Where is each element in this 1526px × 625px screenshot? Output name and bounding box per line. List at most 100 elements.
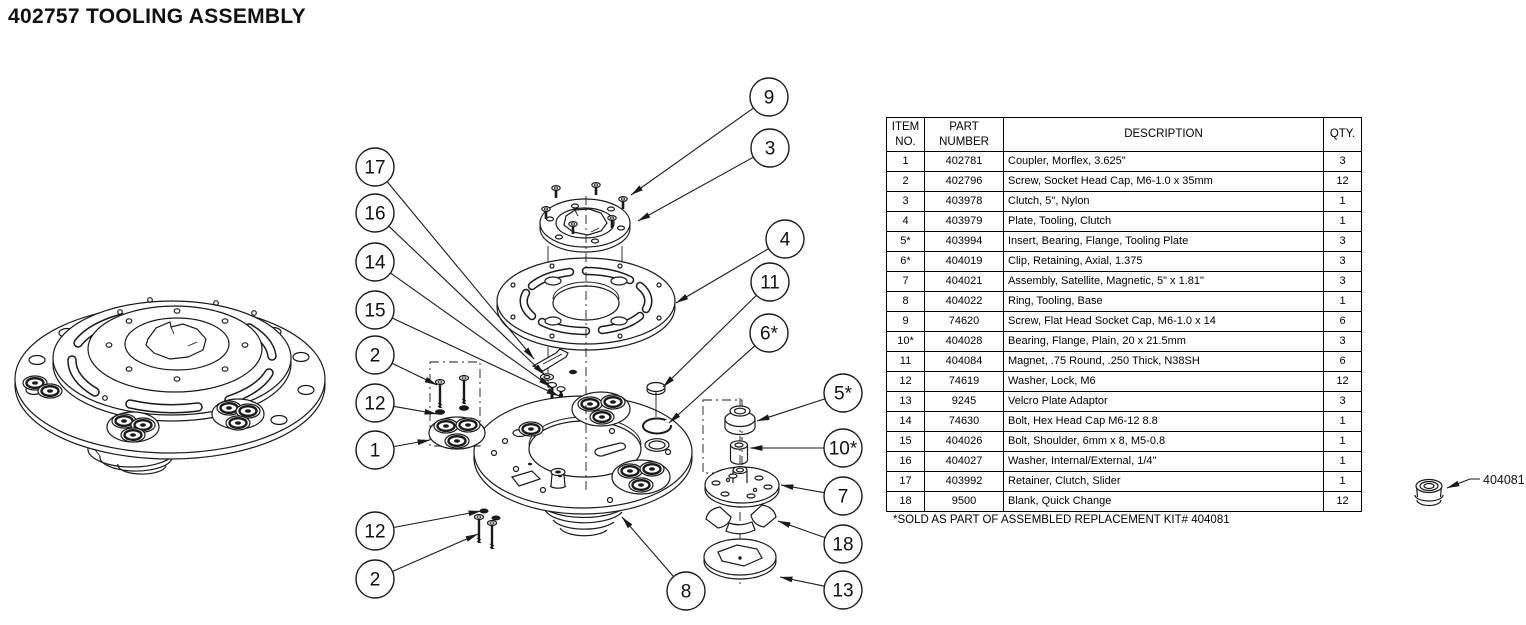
cell-item: 2 [886,171,925,192]
callout-balloon-17: 17 [355,147,535,360]
balloon-circle [749,313,789,353]
balloon-number: 1 [370,441,381,462]
cell-part: 9500 [924,491,1004,512]
callout-balloon-12: 12 [355,383,438,423]
column-header: QTY. [1323,117,1362,152]
cell-part: 404026 [924,431,1004,452]
cell-description: Insert, Bearing, Flange, Tooling Plate [1003,231,1324,252]
balloon-circle [355,147,395,187]
leader-line [779,576,825,587]
cell-description: Screw, Flat Head Socket Cap, M6-1.0 x 14 [1003,311,1324,332]
callout-balloon-10*: 10* [749,428,863,468]
cell-item: 7 [886,271,925,292]
callout-balloon-11: 11 [662,262,790,388]
balloon-circle [823,524,863,564]
cell-qty: 12 [1323,491,1362,512]
balloon-number: 11 [760,273,780,294]
callout-balloon-12: 12 [355,510,482,551]
leader-line [392,317,560,397]
cell-qty: 1 [1323,211,1362,232]
cell-item: 15 [886,431,925,452]
cell-description: Washer, Lock, M6 [1003,371,1324,392]
leader-line [392,533,479,572]
cell-part: 74619 [924,371,1004,392]
cell-description: Clip, Retaining, Axial, 1.375 [1003,251,1324,272]
balloon-circle [355,430,395,470]
balloon-circle [355,335,395,375]
cell-part: 403994 [924,231,1004,252]
cell-qty: 3 [1323,391,1362,412]
cell-item: 4 [886,211,925,232]
cell-part: 404022 [924,291,1004,312]
balloon-number: 13 [832,581,853,602]
leader-line [780,484,824,494]
callout-balloon-5*: 5* [756,373,863,422]
cell-description: Clutch, 5", Nylon [1003,191,1324,212]
balloon-number: 4 [780,230,791,251]
balloon-number: 10* [829,439,858,460]
cell-item: 16 [886,451,925,472]
balloon-number: 5* [834,384,853,405]
cell-description: Ring, Tooling, Base [1003,291,1324,312]
callout-balloon-7: 7 [780,476,863,516]
leader-line [621,516,674,577]
balloon-number: 3 [765,139,776,160]
leader-line [668,345,755,424]
cell-description: Retainer, Clutch, Slider [1003,471,1324,492]
balloon-circle [355,559,395,599]
cell-qty: 1 [1323,191,1362,212]
leader-line [394,405,438,415]
cell-description: Assembly, Satellite, Magnetic, 5" x 1.81… [1003,271,1324,292]
balloon-number: 18 [832,535,853,556]
balloon-circle [823,428,863,468]
cell-part: 404021 [924,271,1004,292]
cell-description: Blank, Quick Change [1003,491,1324,512]
balloon-circle [355,290,395,330]
cell-part: 403992 [924,471,1004,492]
cell-part: 74630 [924,411,1004,432]
cell-qty: 3 [1323,271,1362,292]
cell-item: 5* [886,231,925,252]
balloon-circle [355,242,395,282]
balloon-number: 16 [364,204,385,225]
leader-line [630,107,754,196]
cell-part: 404028 [924,331,1004,352]
callout-balloon-16: 16 [355,193,546,376]
cell-description: Bolt, Hex Head Cap M6-12 8.8 [1003,411,1324,432]
cell-description: Coupler, Morflex, 3.625" [1003,151,1324,172]
cell-qty: 6 [1323,351,1362,372]
cell-qty: 12 [1323,371,1362,392]
cell-item: 18 [886,491,925,512]
column-header: DESCRIPTION [1003,117,1324,152]
cell-item: 8 [886,291,925,312]
callout-balloon-6*: 6* [668,313,789,424]
cell-qty: 6 [1323,311,1362,332]
kit-part-drawing: 404081 [1414,473,1525,507]
callout-balloon-2: 2 [355,533,479,599]
callout-balloon-18: 18 [777,520,863,564]
cell-qty: 1 [1323,451,1362,472]
cell-qty: 1 [1323,291,1362,312]
balloon-number: 2 [370,570,381,591]
cell-description: Screw, Socket Head Cap, M6-1.0 x 35mm [1003,171,1324,192]
callout-balloon-15: 15 [355,290,560,397]
assembled-view [14,297,326,475]
cell-description: Bearing, Flange, Plain, 20 x 21.5mm [1003,331,1324,352]
leader-line [392,362,438,386]
cell-part: 9245 [924,391,1004,412]
cell-part: 404027 [924,451,1004,472]
balloon-number: 7 [838,487,849,508]
